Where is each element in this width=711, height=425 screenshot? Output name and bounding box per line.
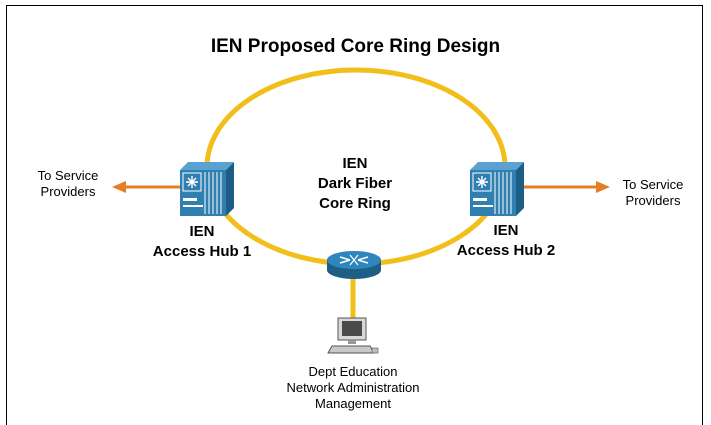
left-service-providers-label: To Service Providers <box>37 168 99 199</box>
admin-label: Dept Education Network Administration Ma… <box>286 364 420 411</box>
right-service-providers-label: To Service Providers <box>622 177 684 208</box>
access-hub-2-icon <box>470 162 524 216</box>
access-hub-2-label: IEN Access Hub 2 <box>456 222 556 259</box>
right-arrow <box>523 181 610 193</box>
access-hub-1-label: IEN Access Hub 1 <box>152 223 252 260</box>
router-icon <box>327 251 381 279</box>
diagram-title: IEN Proposed Core Ring Design <box>210 36 501 57</box>
ring-label: IEN Dark Fiber Core Ring <box>317 155 393 212</box>
workstation-icon <box>327 317 379 354</box>
left-arrow <box>112 181 180 193</box>
diagram-frame <box>6 5 703 425</box>
access-hub-1-icon <box>180 162 234 216</box>
